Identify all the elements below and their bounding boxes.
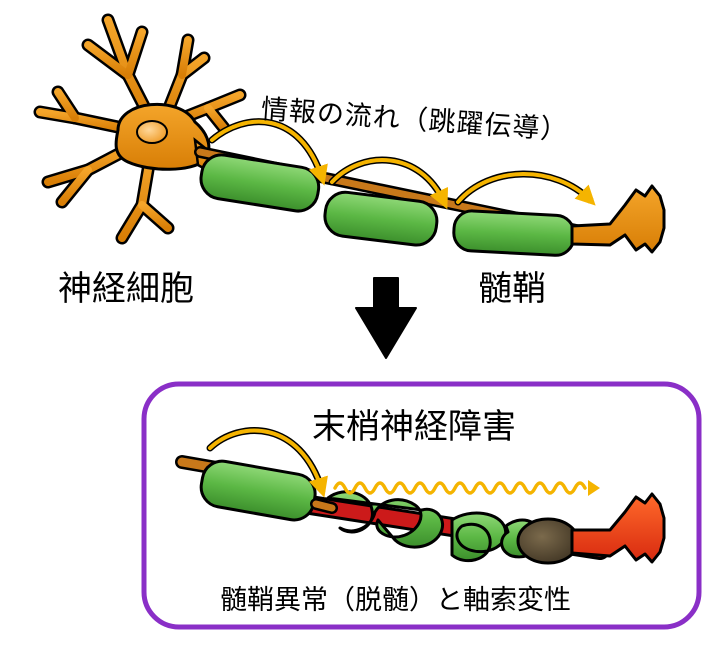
signal-arrow (330, 158, 449, 210)
signal-arrow (210, 119, 328, 186)
signal-arrow-intact (208, 428, 328, 498)
nucleus (136, 120, 168, 144)
peripheral-neuropathy-title: 末梢神経障害 (312, 407, 516, 447)
nerve-cell-label: 神経細胞 (58, 269, 194, 309)
signal-wave-impaired (333, 481, 587, 495)
neuropathy-panel (141, 381, 702, 630)
axon-terminal-degenerated (570, 492, 666, 564)
myelin-label: 髄鞘 (478, 269, 546, 309)
degenerated-fragment (516, 517, 580, 565)
signal-wave-arrowhead (588, 480, 600, 496)
signal-arrow (456, 172, 596, 206)
myelin-segment (199, 153, 321, 213)
axon-terminal-top (570, 184, 666, 254)
myelin-segment (452, 209, 576, 257)
neuron-cell (33, 13, 247, 245)
abnormality-caption: 髄鞘異常（脱髄）と軸索変性 (220, 585, 571, 616)
myelin-segment (323, 190, 439, 247)
myelin-segments-top (199, 153, 576, 257)
down-arrow (355, 277, 417, 359)
